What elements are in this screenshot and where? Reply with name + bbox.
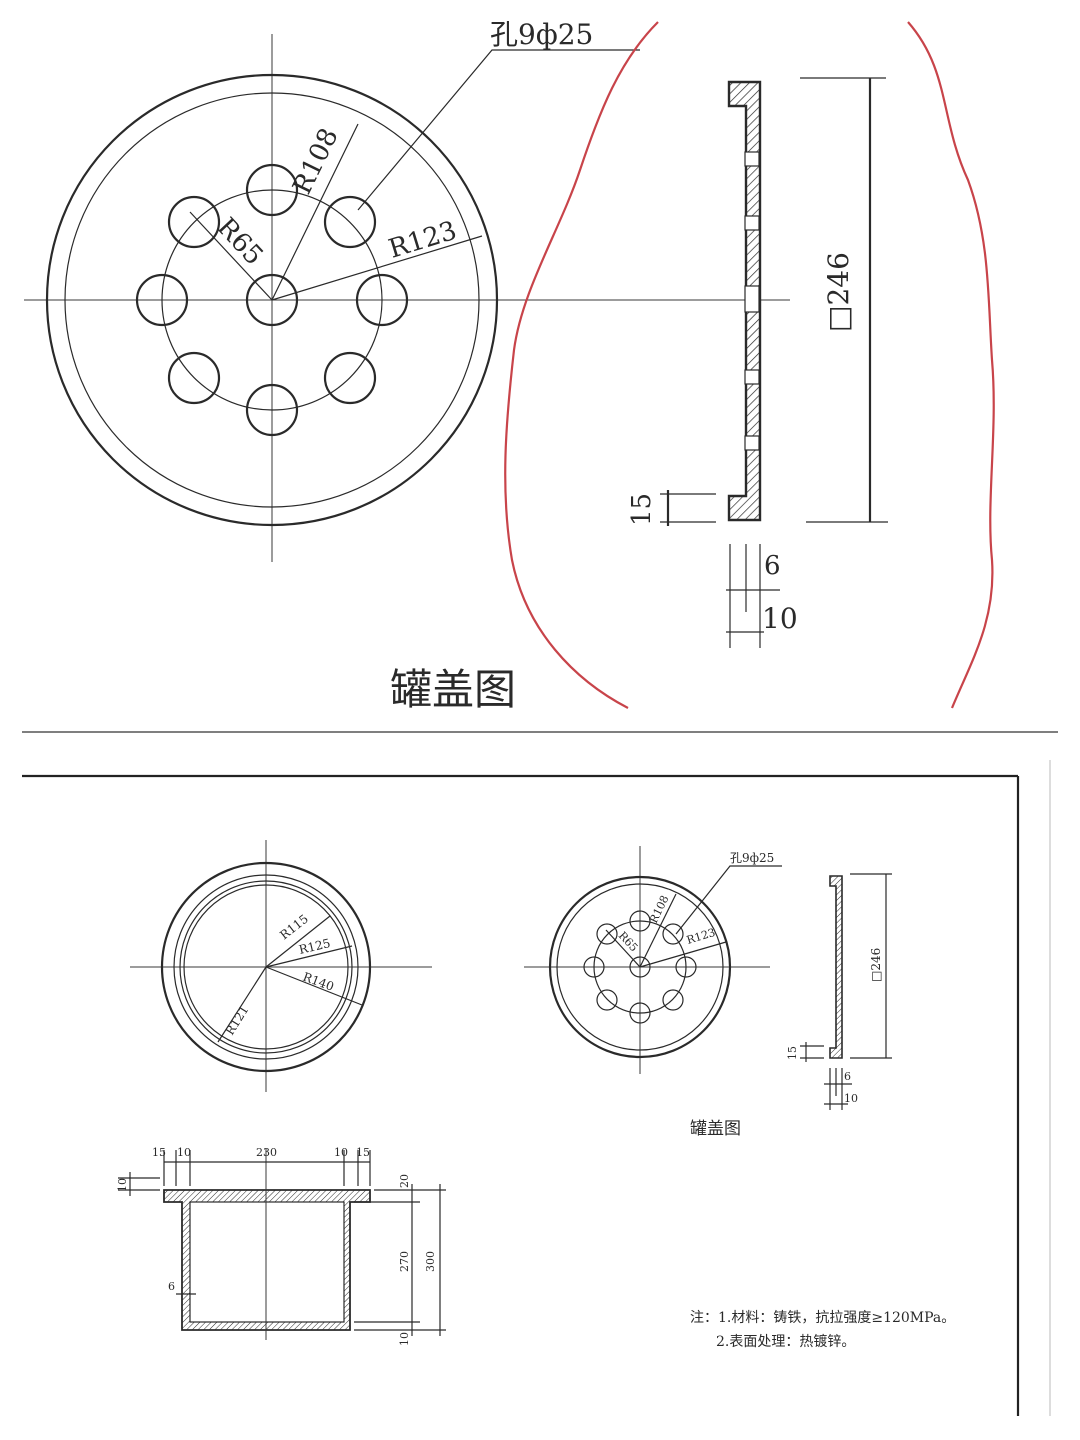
lid-small-dim-15-label: 15 — [786, 1046, 799, 1060]
section-dim-15-left: 15 — [152, 1146, 166, 1159]
top-r108-label: R108 — [287, 124, 344, 199]
base-section-view — [118, 1148, 446, 1340]
section-dim-10-right: 10 — [334, 1146, 348, 1159]
lid-small-dim-10-label: 10 — [844, 1092, 858, 1105]
notes-line-1: 注：1.材料：铸铁，抗拉强度≥120MPa。 — [690, 1310, 955, 1326]
base-r115-label: R115 — [277, 912, 311, 943]
red-annotation-outline — [504, 21, 995, 709]
section-dim-230: 230 — [256, 1146, 277, 1159]
section-dim-right-20: 20 — [398, 1174, 411, 1188]
top-dim-15-label: 15 — [627, 493, 657, 526]
lid-small-hole-callout: 孔9ф25 — [730, 851, 774, 865]
top-dim-6-label: 6 — [764, 551, 781, 581]
base-r140-label: R140 — [301, 970, 336, 994]
base-plan-view — [130, 840, 432, 1092]
lid-small-dim-6-label: 6 — [844, 1070, 851, 1083]
top-lid-section-view — [660, 77, 888, 648]
section-dim-bottom-10: 10 — [398, 1332, 411, 1346]
lid-small-square-dim-label: □246 — [869, 948, 883, 982]
top-r123-label: R123 — [385, 216, 460, 265]
base-r125-label: R125 — [298, 936, 332, 957]
lid-plan-view-small — [524, 846, 782, 1074]
top-hole-callout: 孔9ф25 — [490, 18, 593, 51]
section-dim-left-10: 10 — [116, 1178, 129, 1192]
top-caption: 罐盖图 — [390, 665, 516, 714]
lid-small-r123-label: R123 — [685, 926, 717, 947]
lid-small-r65-label: R65 — [616, 929, 641, 954]
top-lid-plan-view — [24, 34, 790, 562]
top-square-dim-label: □246 — [822, 252, 855, 332]
base-r121-label: R121 — [223, 1003, 252, 1038]
section-dim-right-270: 270 — [398, 1251, 411, 1272]
top-dim-10-label: 10 — [762, 602, 798, 635]
sheet-border — [22, 760, 1051, 1416]
section-dim-wall-6: 6 — [168, 1280, 175, 1293]
section-dim-15-right: 15 — [356, 1146, 370, 1159]
lid-section-view-small — [800, 873, 892, 1110]
section-dim-10-left: 10 — [177, 1146, 191, 1159]
lid-holes — [135, 163, 409, 437]
notes-line-2: 2.表面处理：热镀锌。 — [716, 1333, 855, 1350]
lid-small-caption: 罐盖图 — [690, 1119, 741, 1139]
section-dim-right-300: 300 — [424, 1251, 437, 1272]
